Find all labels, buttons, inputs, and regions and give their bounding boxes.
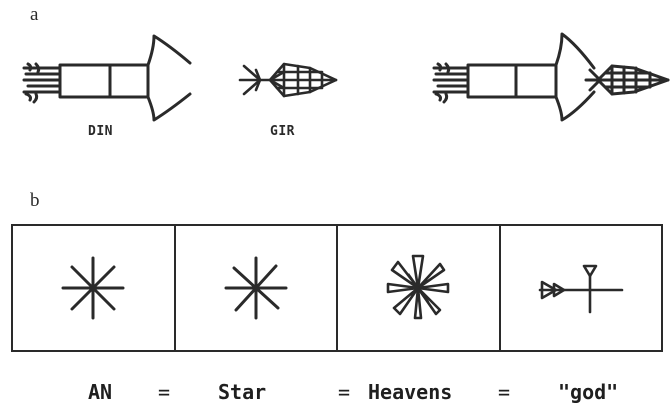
equation-term-an: AN (88, 380, 112, 404)
panel-a-label: a (30, 4, 38, 26)
din-sign-glyph (20, 28, 200, 120)
gir-caption: GIR (270, 124, 295, 139)
equation-term-heavens: Heavens (368, 380, 452, 404)
cuneiform-an-icon (536, 258, 626, 318)
sign-cell-3 (336, 226, 499, 350)
sign-cell-1 (13, 226, 174, 350)
equation-term-star: Star (218, 380, 266, 404)
equation-separator-1: = (158, 380, 170, 404)
sign-evolution-table (11, 224, 663, 352)
equation-separator-2: = (338, 380, 350, 404)
equation-term-god: "god" (558, 380, 618, 404)
sign-cell-4 (499, 226, 662, 350)
gir-sign-glyph (236, 58, 340, 102)
equation-line: AN = Star = Heavens = "god" (0, 380, 670, 410)
din-caption: DIN (88, 124, 113, 139)
eight-pointed-star-icon (53, 248, 133, 328)
din-gir-compound-glyph (430, 28, 670, 120)
equation-separator-3: = (498, 380, 510, 404)
wedged-star-icon (376, 246, 460, 330)
eight-pointed-star-icon (216, 248, 296, 328)
panel-b-label: b (30, 190, 40, 212)
sign-cell-2 (174, 226, 337, 350)
